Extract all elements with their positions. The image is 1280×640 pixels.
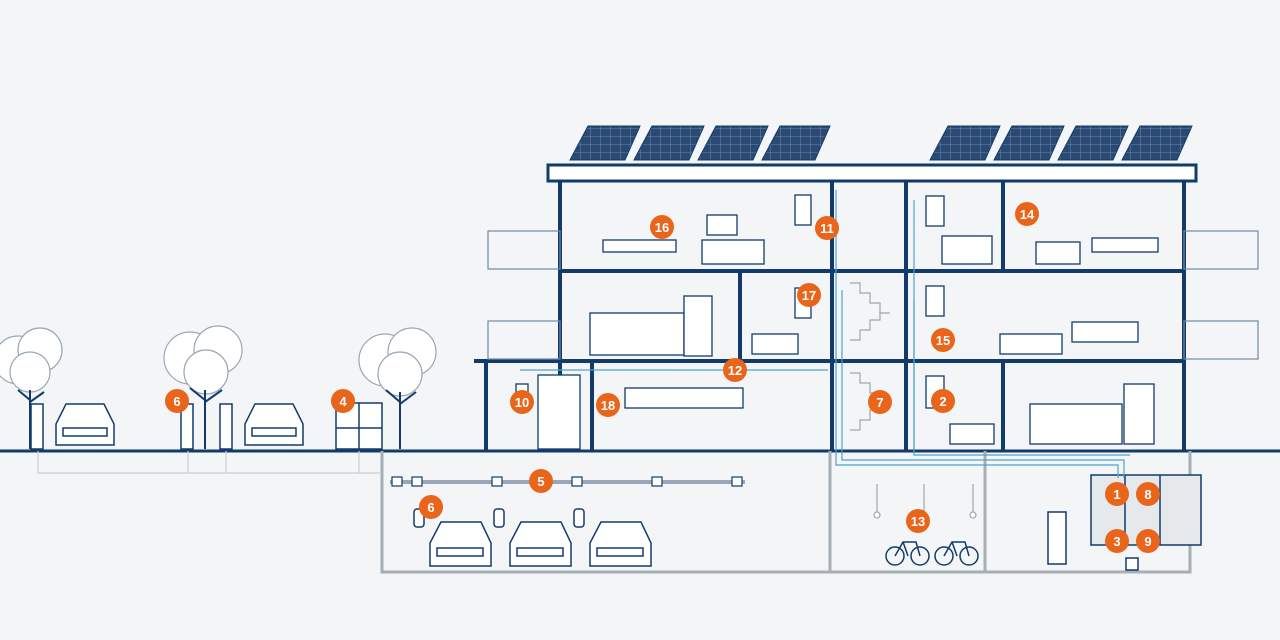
marker-14[interactable]: 14: [1015, 202, 1039, 226]
marker-15[interactable]: 15: [931, 328, 955, 352]
roof-slab: [546, 163, 1198, 183]
charger-post-1: [30, 403, 44, 450]
tree-2: [163, 325, 243, 449]
garage-cars: [413, 508, 652, 567]
charger-post-3: [219, 403, 233, 450]
marker-3[interactable]: 3: [1105, 529, 1129, 553]
marker-17[interactable]: 17: [797, 283, 821, 307]
tree-1: [0, 327, 63, 449]
busbar-taps: [391, 476, 743, 487]
balconies: [487, 230, 1259, 360]
car-1: [55, 403, 115, 446]
marker-6-garage[interactable]: 6: [419, 495, 443, 519]
marker-10[interactable]: 10: [510, 390, 534, 414]
street-trees: [0, 325, 437, 449]
solar-panels: [569, 125, 1193, 161]
marker-13[interactable]: 13: [906, 509, 930, 533]
marker-2[interactable]: 2: [931, 389, 955, 413]
furniture: [515, 194, 1159, 450]
marker-1[interactable]: 1: [1105, 482, 1129, 506]
tree-3: [358, 327, 437, 449]
marker-4[interactable]: 4: [331, 389, 355, 413]
building-frame: [474, 181, 1186, 451]
marker-12[interactable]: 12: [723, 358, 747, 382]
marker-7[interactable]: 7: [868, 390, 892, 414]
marker-5[interactable]: 5: [529, 469, 553, 493]
bicycles: [885, 541, 979, 566]
marker-6-street[interactable]: 6: [165, 389, 189, 413]
marker-18[interactable]: 18: [596, 393, 620, 417]
marker-9[interactable]: 9: [1136, 529, 1160, 553]
street-cars: [55, 403, 304, 446]
marker-16[interactable]: 16: [650, 215, 674, 239]
marker-8[interactable]: 8: [1136, 482, 1160, 506]
cabling: [520, 190, 1130, 478]
marker-11[interactable]: 11: [815, 216, 839, 240]
car-2: [244, 403, 304, 446]
